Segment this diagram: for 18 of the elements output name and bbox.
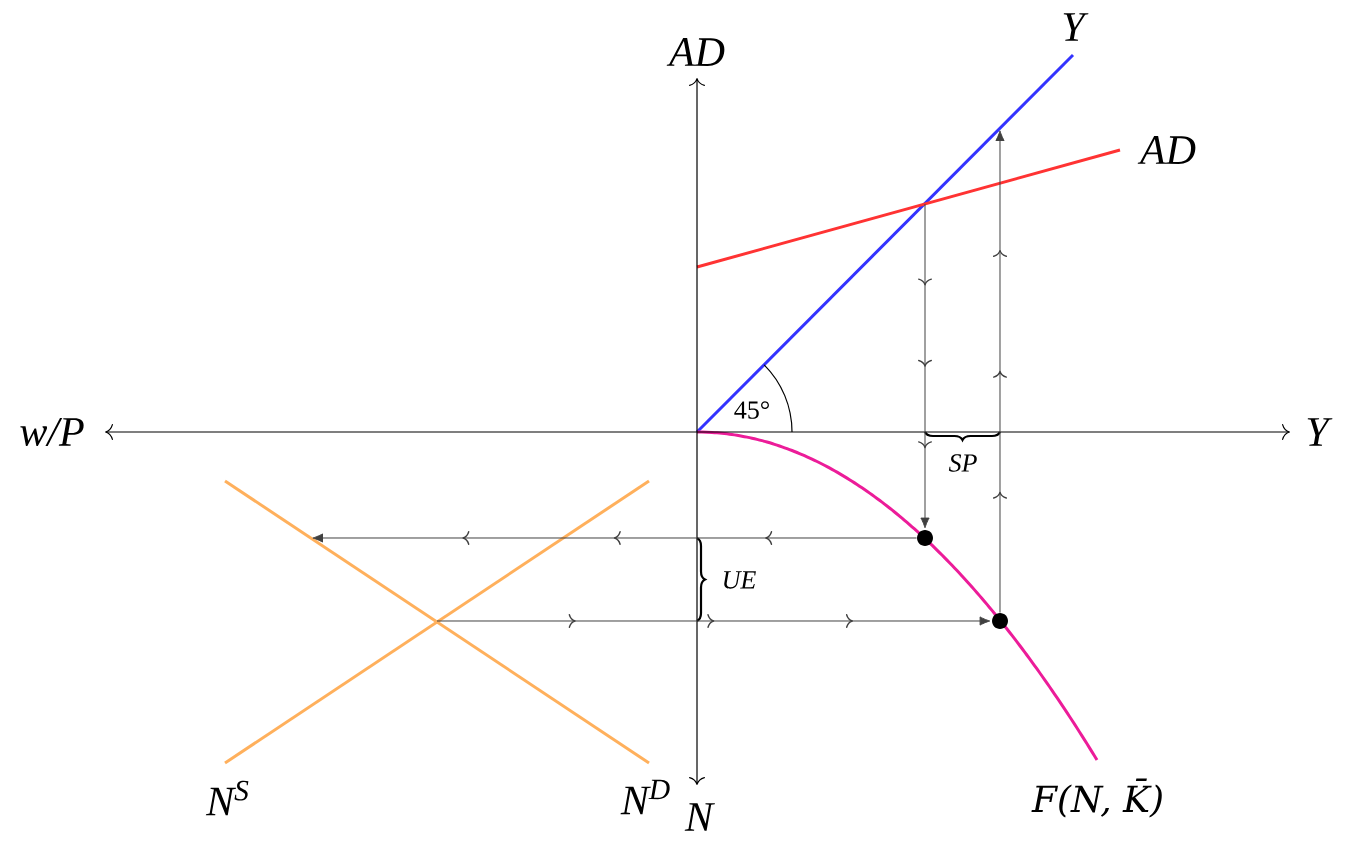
axis-label: N bbox=[684, 803, 715, 831]
brace-label: UE bbox=[724, 571, 756, 589]
arrow bbox=[312, 531, 918, 545]
arrow bbox=[993, 130, 1007, 614]
curve-label: F(N, K̄) bbox=[1031, 778, 1162, 818]
curve-label: N$^{S}$ bbox=[205, 780, 249, 816]
arrow bbox=[918, 203, 932, 529]
curve-label: N$^{D}$ bbox=[620, 779, 670, 815]
axis-label: Y bbox=[1307, 418, 1333, 446]
axis-label: w/P bbox=[20, 417, 84, 447]
arrow bbox=[436, 614, 991, 628]
axis-label: AD bbox=[666, 38, 725, 66]
dot bbox=[917, 530, 933, 546]
line-label: Y bbox=[1063, 13, 1089, 41]
line-label: AD bbox=[1137, 136, 1196, 164]
angle-label: 45° bbox=[734, 401, 769, 419]
dot bbox=[992, 613, 1008, 629]
brace-label: SP bbox=[948, 454, 977, 472]
